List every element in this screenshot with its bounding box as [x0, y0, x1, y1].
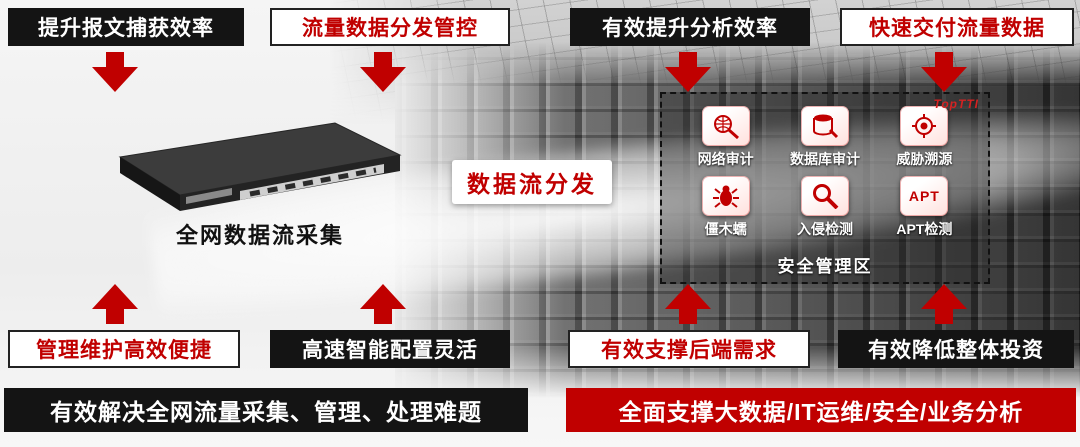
app-network-audit: 网络审计 [676, 106, 775, 169]
bottom-label-maintenance: 管理维护高效便捷 [8, 330, 240, 368]
apt-detection-icon: APT [900, 176, 949, 216]
bottom-label-smart-config: 高速智能配置灵活 [270, 330, 510, 368]
bottom-label-lower-investment: 有效降低整体投资 [838, 330, 1074, 368]
collector-label: 全网数据流采集 [175, 223, 344, 248]
bottom-label-backend-support: 有效支撑后端需求 [568, 330, 810, 368]
banner-left-summary: 有效解决全网流量采集、管理、处理难题 [4, 388, 528, 432]
up-arrow-icon [92, 284, 138, 324]
down-arrow-icon [665, 52, 711, 92]
app-apt-detection: APT APT检测 [875, 176, 974, 239]
security-management-zone: TopTTI 网络审计 [660, 92, 990, 284]
banner-right-summary: 全面支撑大数据/IT运维/安全/业务分析 [566, 388, 1076, 432]
down-arrow-icon [360, 52, 406, 92]
security-apps-grid: 网络审计 数据库审计 [662, 94, 988, 239]
intrusion-detection-icon [800, 176, 849, 216]
up-arrow-icon [921, 284, 967, 324]
brand-logo: TopTTI [933, 97, 979, 111]
top-label-distribution-control: 流量数据分发管控 [270, 8, 510, 46]
network-audit-icon [701, 106, 750, 146]
app-intrusion-detection: 入侵检测 [775, 176, 874, 239]
apt-icon-text: APT [908, 188, 940, 204]
app-botnet-trojan-worm: 僵木蠕 [676, 176, 775, 239]
top-label-fast-delivery: 快速交付流量数据 [840, 8, 1074, 46]
down-arrow-icon [92, 52, 138, 92]
up-arrow-icon [665, 284, 711, 324]
down-arrow-icon [921, 52, 967, 92]
top-label-capture-efficiency: 提升报文捕获效率 [8, 8, 244, 46]
security-zone-title: 安全管理区 [777, 257, 873, 276]
app-database-audit: 数据库审计 [775, 106, 874, 169]
data-flow-distribution-label: 数据流分发 [452, 160, 612, 204]
app-label: APT检测 [896, 221, 953, 237]
app-label: 数据库审计 [789, 151, 860, 167]
top-label-analysis-efficiency: 有效提升分析效率 [570, 8, 810, 46]
app-label: 入侵检测 [796, 221, 853, 237]
network-collector-device-illustration [100, 115, 410, 220]
botnet-trojan-worm-icon [701, 176, 750, 216]
app-label: 僵木蠕 [704, 221, 747, 237]
app-label: 威胁溯源 [896, 151, 953, 167]
app-threat-tracing: 威胁溯源 [875, 106, 974, 169]
app-label: 网络审计 [697, 151, 754, 167]
threat-tracing-icon [900, 106, 949, 146]
database-audit-icon [800, 106, 849, 146]
up-arrow-icon [360, 284, 406, 324]
network-switch-icon [118, 122, 402, 211]
